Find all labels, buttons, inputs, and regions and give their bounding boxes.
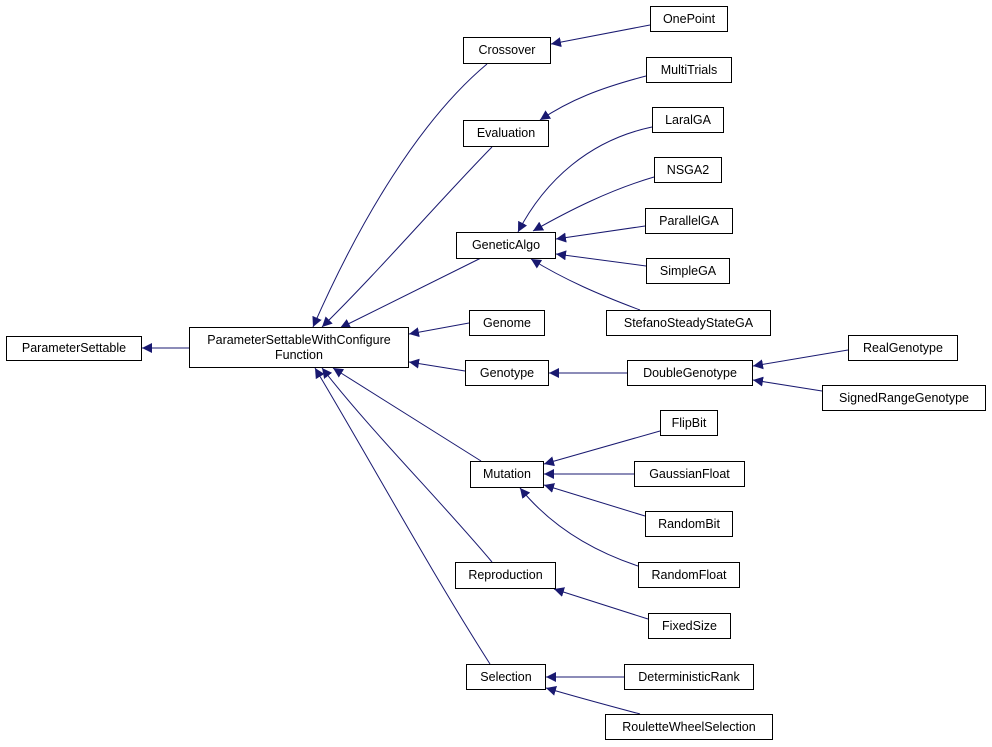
node-parallelga[interactable]: ParallelGA bbox=[645, 208, 733, 234]
edge-nsga2-geneticalgo bbox=[532, 176, 655, 232]
node-selection[interactable]: Selection bbox=[466, 664, 546, 690]
edge-simplega-geneticalgo bbox=[555, 250, 647, 267]
node-geneticalgo[interactable]: GeneticAlgo bbox=[456, 232, 556, 259]
node-label: RouletteWheelSelection bbox=[622, 719, 756, 734]
edge-multitrials-evaluation bbox=[539, 75, 647, 121]
node-simplega[interactable]: SimpleGA bbox=[646, 258, 730, 284]
edge-selection-pswcf bbox=[314, 367, 491, 665]
edge-randombit-mutation bbox=[543, 483, 646, 517]
node-doublegenotype[interactable]: DoubleGenotype bbox=[627, 360, 753, 386]
node-label-line2: Function bbox=[275, 347, 323, 362]
node-flipbit[interactable]: FlipBit bbox=[660, 410, 718, 436]
node-label: SimpleGA bbox=[659, 263, 717, 278]
node-label: OnePoint bbox=[662, 11, 716, 26]
node-fixedsize[interactable]: FixedSize bbox=[648, 613, 731, 639]
node-realgenotype[interactable]: RealGenotype bbox=[848, 335, 958, 361]
node-genotype[interactable]: Genotype bbox=[465, 360, 549, 386]
node-label: FlipBit bbox=[671, 415, 707, 430]
node-label: Genotype bbox=[479, 365, 535, 380]
node-label: RandomBit bbox=[658, 516, 720, 531]
node-evaluation[interactable]: Evaluation bbox=[463, 120, 549, 147]
node-crossover[interactable]: Crossover bbox=[463, 37, 551, 64]
node-onepoint[interactable]: OnePoint bbox=[650, 6, 728, 32]
node-reproduction[interactable]: Reproduction bbox=[455, 562, 556, 589]
node-randomfloat[interactable]: RandomFloat bbox=[638, 562, 740, 588]
node-label: GaussianFloat bbox=[649, 466, 730, 481]
node-label: SignedRangeGenotype bbox=[839, 390, 969, 405]
node-label: Crossover bbox=[478, 43, 536, 57]
node-signedrangegenotype[interactable]: SignedRangeGenotype bbox=[822, 385, 986, 411]
node-label: Genome bbox=[483, 315, 531, 330]
node-parametersettable[interactable]: ParameterSettable bbox=[6, 336, 142, 361]
node-mutation[interactable]: Mutation bbox=[470, 461, 544, 488]
edge-signedrange-doublegenotype bbox=[752, 376, 823, 392]
edge-randomfloat-mutation bbox=[519, 487, 639, 567]
edge-realgenotype-doublegenotype bbox=[752, 349, 849, 370]
edge-parallelga-geneticalgo bbox=[555, 225, 646, 243]
edge-genotype-pswcf bbox=[408, 358, 466, 372]
node-label: NSGA2 bbox=[666, 162, 710, 177]
edge-fixedsize-reproduction bbox=[553, 587, 649, 620]
node-label: RandomFloat bbox=[651, 567, 727, 582]
node-label: StefanoSteadyStateGA bbox=[623, 315, 754, 330]
node-label: RealGenotype bbox=[863, 340, 943, 355]
edge-stefano-geneticalgo bbox=[530, 258, 641, 311]
node-label: LaralGA bbox=[665, 112, 711, 127]
node-randombit[interactable]: RandomBit bbox=[645, 511, 733, 537]
node-label: ParameterSettable bbox=[21, 341, 127, 355]
edge-evaluation-pswcf bbox=[321, 146, 493, 328]
node-laralga[interactable]: LaralGA bbox=[652, 107, 724, 133]
node-label: FixedSize bbox=[662, 618, 717, 633]
edge-mutation-pswcf bbox=[332, 367, 482, 462]
node-roulettewheelselection[interactable]: RouletteWheelSelection bbox=[605, 714, 773, 740]
edge-laralga-geneticalgo bbox=[517, 126, 653, 233]
edge-flipbit-mutation bbox=[543, 430, 661, 467]
node-genome[interactable]: Genome bbox=[469, 310, 545, 336]
node-label: DoubleGenotype bbox=[643, 365, 737, 380]
node-multitrials[interactable]: MultiTrials bbox=[646, 57, 732, 83]
node-label: GeneticAlgo bbox=[471, 238, 541, 252]
node-label-line1: ParameterSettableWithConfigure bbox=[207, 332, 391, 347]
node-label: Reproduction bbox=[468, 568, 543, 582]
node-stefanosteadystatega[interactable]: StefanoSteadyStateGA bbox=[606, 310, 771, 336]
edge-roulette-selection bbox=[545, 686, 641, 715]
edge-genome-pswcf bbox=[408, 322, 470, 338]
node-deterministicrank[interactable]: DeterministicRank bbox=[624, 664, 754, 690]
edge-geneticalgo-pswcf bbox=[339, 257, 482, 329]
node-pswcf[interactable]: ParameterSettableWithConfigure Function bbox=[189, 327, 409, 368]
node-label: ParallelGA bbox=[659, 213, 719, 228]
node-nsga2[interactable]: NSGA2 bbox=[654, 157, 722, 183]
node-label: Mutation bbox=[483, 467, 531, 481]
edge-onepoint-crossover bbox=[550, 24, 651, 48]
edge-reproduction-pswcf bbox=[321, 367, 493, 563]
node-label: DeterministicRank bbox=[638, 669, 740, 684]
node-gaussianfloat[interactable]: GaussianFloat bbox=[634, 461, 745, 487]
node-label: Selection bbox=[480, 669, 532, 684]
node-label: Evaluation bbox=[476, 126, 536, 140]
node-label: MultiTrials bbox=[660, 62, 718, 77]
edge-crossover-pswcf bbox=[312, 63, 488, 328]
